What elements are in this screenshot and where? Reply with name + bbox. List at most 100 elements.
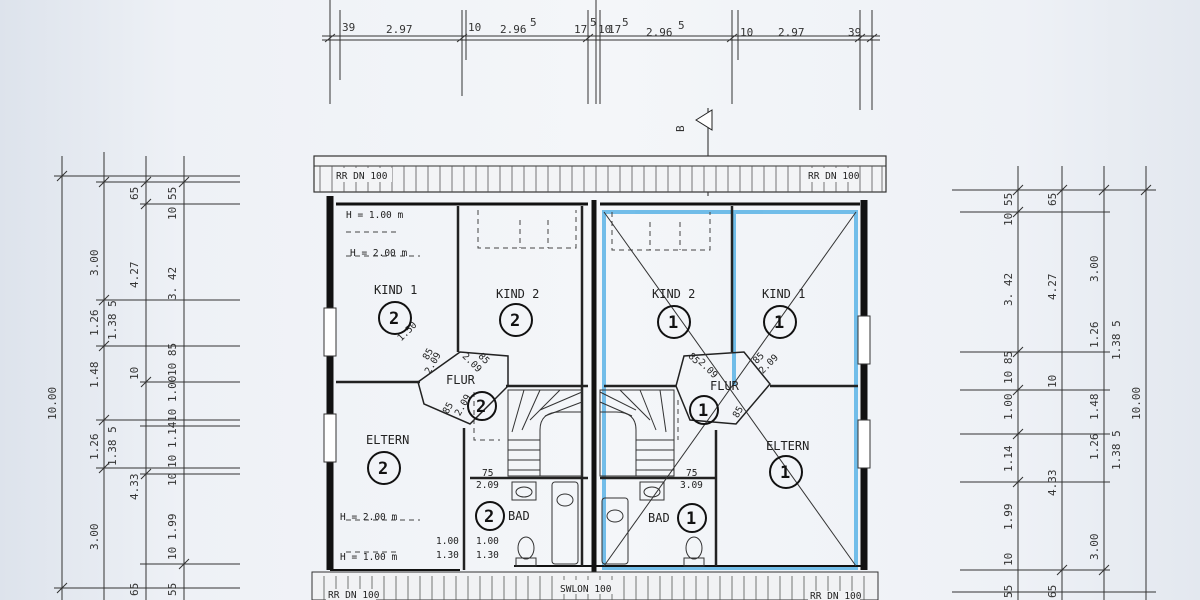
room-label-kind1-left: KIND 1 [374,283,417,297]
staircase-left [507,389,583,477]
dim-label: 1.26 [1088,434,1101,461]
dim-label: 55 [166,187,179,200]
dim-label: 1.38 5 [1110,320,1123,360]
dim-label: 3. 42 [166,267,179,300]
dim-label: 1.26 [1088,322,1101,349]
dim-label: 3.00 [1088,256,1101,283]
rooms-left-unit: H = 1.00 m H = 2.00 m KIND 1 KIND 2 FLUR… [340,210,539,563]
dim-label: 17 [574,23,587,36]
room-label-eltern-left: ELTERN [366,433,409,447]
dim-label: 55 [1002,585,1015,598]
unit-marker [467,391,497,421]
unit-1-highlight [602,210,858,570]
dim-label: 2.96 [500,23,527,36]
unit-marker [657,305,691,339]
unit-markers-left [367,301,533,531]
dim-label: 1.48 [88,362,101,389]
dim-label: 10 [128,367,141,380]
dim-label: 65 [1046,585,1059,598]
unit-marker [378,301,412,335]
dim-label: 4.33 [128,474,141,501]
right-dimension-labels: 55 10 3. 42 10 85 1.00 1.14 1.99 10 55 6… [1002,193,1143,598]
dim-label: 85 [731,405,746,420]
dim-label: 1.14 [1002,445,1015,472]
dim-label: 10 [1046,375,1059,388]
room-label-kind1-right: KIND 1 [762,287,805,301]
dim-label: 85 [441,401,456,416]
dim-label: 4.27 [1046,274,1059,301]
staircase-right [599,389,675,477]
dim-label: 3.00 [88,524,101,551]
unit-number: 1 [774,313,784,333]
dim-label: 10 1.14 [166,421,179,468]
dim-label: 1.00 [476,536,499,547]
dim-label: 85 [421,347,436,362]
room-label-kind2-right: KIND 2 [652,287,695,301]
unit-numbers-left: 2 2 2 2 2 [378,309,520,527]
top-dimension-chain [322,0,880,110]
roof-label-bottom-left: RR DN 100 [328,590,380,600]
dim-label: 2.97 [778,26,805,39]
roof-label-bottom-center: SWLON 100 [560,584,612,595]
dim-label: 4.27 [128,262,141,289]
dim-label: 1.26 [88,310,101,337]
unit-number: 1 [686,509,696,529]
dim-label: 2.97 [386,23,413,36]
dim-label: 1.00 [1002,394,1015,421]
height-note: H = 1.00 m [340,552,397,563]
dim-label: 65 [128,187,141,200]
dim-label: 10.00 [46,387,59,420]
room-label-eltern-right: ELTERN [766,439,809,453]
dim-label: 3. 42 [1002,273,1015,306]
dim-label: 10 [598,23,611,36]
unit-marker [769,455,803,489]
dim-label: 1.48 [1088,394,1101,421]
dim-label: 10 85 [1002,351,1015,384]
hallway-outlines [417,351,771,425]
room-label-flur-right: FLUR [710,379,740,393]
top-dimension-labels: 39 2.97 10 2.96 5 17 5 10 17 5 2.96 5 10… [342,16,861,39]
right-dimension-lines [952,166,1156,600]
unit-marker [367,451,401,485]
height-note: H = 1.00 m [346,210,403,221]
dim-label: 55 [1002,193,1015,206]
dim-label: 75 [686,468,697,479]
dim-label: 10 [1002,213,1015,226]
dim-label: 1.38 5 [106,300,119,340]
dim-label: 1.99 [166,514,179,541]
dim-label: 3.00 [88,250,101,277]
dim-label: 2.09 [476,480,499,491]
dim-label: 10.00 [1130,387,1143,420]
room-label-bad-left: BAD [508,509,530,523]
room-label-kind2-left: KIND 2 [496,287,539,301]
height-note: H = 2.00 m [340,512,397,523]
roof-edge-bottom: SWLON 100 RR DN 100 RR DN 100 [311,571,879,600]
dim-label: 39 [342,21,355,34]
unit-marker [499,303,533,337]
unit-markers-right [657,305,803,533]
dim-label: 1.30 [476,550,499,561]
unit-number: 2 [510,311,520,331]
dim-label: 1.30 [436,550,459,561]
unit-marker [475,501,505,531]
dim-label: 10 85 [166,343,179,376]
dim-label: 65 [128,583,141,596]
unit-marker [677,503,707,533]
dim-label: 5 [678,19,685,32]
dim-label: 1.99 [1002,504,1015,531]
interior-walls-right [600,206,858,566]
dim-label: 3.09 [680,480,703,491]
dim-label: 1.38 5 [1110,430,1123,470]
dim-label: 39 [848,26,861,39]
dim-label: 17 [608,23,621,36]
unit-number: 2 [484,507,494,527]
unit-marker [689,395,719,425]
roof-label-right: RR DN 100 [808,171,860,182]
unit-number: 2 [378,459,388,479]
dim-label: 1.26 [88,434,101,461]
unit-number: 2 [389,309,399,329]
unit-number: 2 [476,397,486,417]
dim-label: 10 [166,473,179,486]
